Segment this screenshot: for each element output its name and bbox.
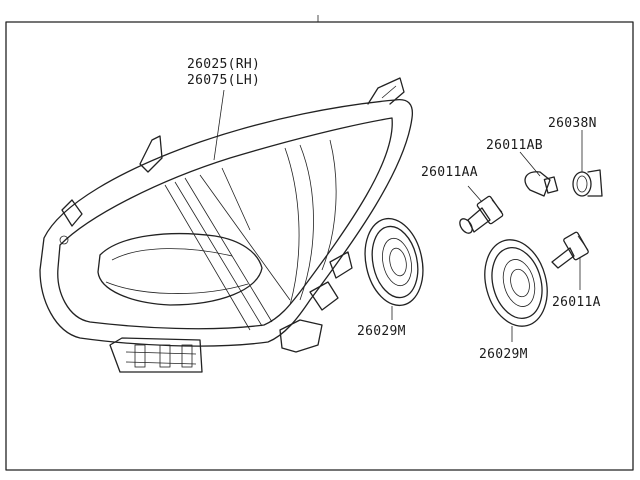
label-cap-right: 26029M bbox=[479, 347, 528, 362]
cap-left-drawing bbox=[364, 217, 424, 307]
label-headlamp-lh: 26075(LH) bbox=[187, 73, 261, 88]
label-bulb-26011a: 26011A bbox=[552, 295, 601, 310]
label-bulb-26038n: 26038N bbox=[548, 116, 597, 131]
label-cap-left: 26029M bbox=[357, 324, 406, 339]
label-bulb-26011ab: 26011AB bbox=[486, 138, 543, 153]
bulb-26011ab-drawing bbox=[524, 171, 559, 197]
bulb-26011a-drawing bbox=[551, 231, 589, 269]
bulb-26011aa-drawing bbox=[459, 195, 504, 234]
label-headlamp-rh: 26025(RH) bbox=[187, 57, 261, 72]
label-bulb-26011aa: 26011AA bbox=[421, 165, 478, 180]
diagram-frame bbox=[5, 21, 634, 471]
socket-26038n-drawing bbox=[572, 169, 603, 197]
cap-right-drawing bbox=[484, 239, 548, 327]
headlamp-housing bbox=[39, 98, 414, 347]
